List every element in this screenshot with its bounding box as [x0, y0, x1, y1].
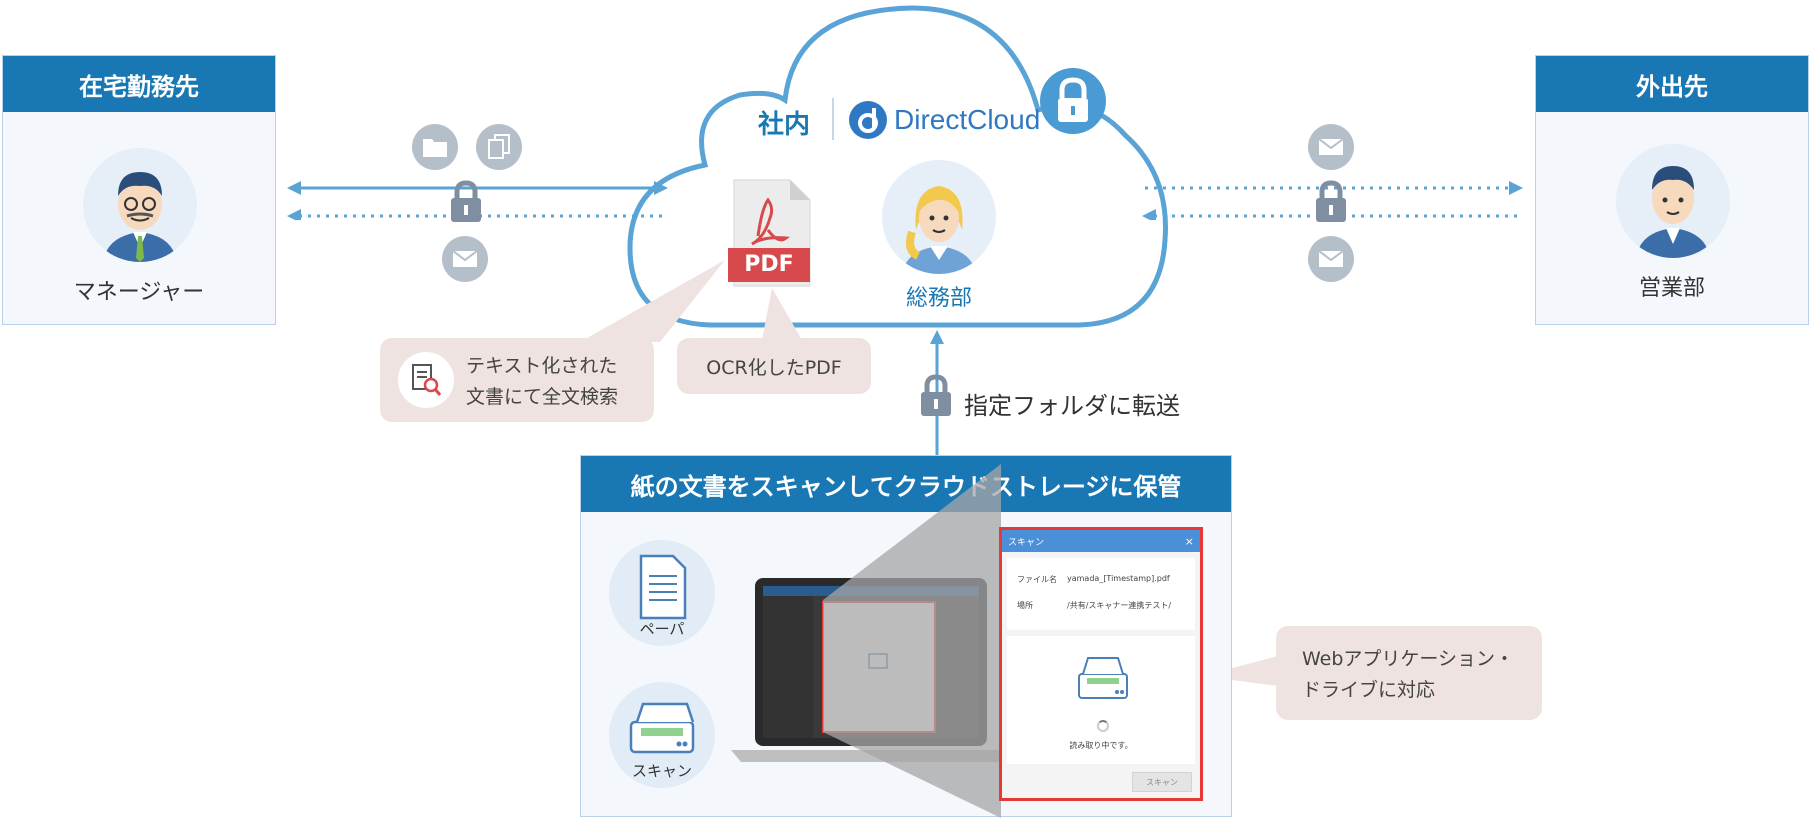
- web-bubble-line1: Webアプリケーション・: [1302, 644, 1514, 671]
- home-office-title: 在宅勤務先: [3, 56, 275, 112]
- folder-icon: [412, 124, 458, 170]
- right-mail-icon-top: [1308, 124, 1354, 170]
- cloud-label: 社内: [758, 104, 810, 141]
- home-office-panel: 在宅勤務先 マネージャー: [2, 55, 276, 325]
- scanner-icon: [1075, 652, 1131, 708]
- cloud-lock-icon: [1040, 68, 1106, 134]
- right-lock-icon: [1313, 180, 1349, 228]
- search-bubble: テキスト化された 文書にて全文検索: [380, 338, 654, 422]
- zoom-projection: [821, 456, 1001, 818]
- scanner-label: スキャン: [609, 760, 715, 781]
- scan-status: 読み取り中です。: [1007, 740, 1195, 751]
- location-label: 場所: [1017, 600, 1033, 611]
- paper-label: ペーパ: [609, 618, 715, 639]
- transfer-lock-icon: [918, 374, 954, 422]
- general-affairs-avatar: [882, 160, 996, 274]
- scan-dialog-close-icon[interactable]: ×: [1185, 535, 1194, 548]
- pdf-file-icon: PDF: [728, 178, 814, 292]
- search-bubble-tail: [540, 258, 730, 348]
- manager-avatar: [83, 148, 197, 262]
- scan-button[interactable]: スキャン: [1132, 772, 1192, 792]
- left-mail-icon: [442, 236, 488, 282]
- field-office-title: 外出先: [1536, 56, 1808, 112]
- search-bubble-line1: テキスト化された: [466, 351, 618, 378]
- right-mail-icon-bottom: [1308, 236, 1354, 282]
- scan-dialog-title: スキャン: [1008, 535, 1044, 548]
- location-value: /共有/スキャナー連携テスト/: [1067, 600, 1171, 611]
- sales-label: 営業部: [1536, 270, 1808, 302]
- scan-dialog-titlebar: スキャン ×: [1002, 530, 1200, 552]
- search-bubble-line2: 文書にて全文検索: [466, 382, 618, 409]
- scan-dialog-body: 読み取り中です。: [1007, 636, 1195, 766]
- field-office-panel: 外出先 営業部: [1535, 55, 1809, 325]
- filename-value: yamada_[Timestamp].pdf: [1067, 574, 1170, 583]
- left-lock-icon: [448, 180, 484, 228]
- sales-avatar: [1616, 144, 1730, 258]
- scan-dialog-window: スキャン × ファイル名 yamada_[Timestamp].pdf 場所 /…: [999, 527, 1203, 801]
- web-bubble-line2: ドライブに対応: [1302, 675, 1514, 702]
- web-bubble: Webアプリケーション・ ドライブに対応: [1276, 626, 1542, 720]
- directcloud-logo-icon: [846, 100, 890, 144]
- pdf-badge-label: PDF: [728, 252, 810, 277]
- transfer-label: 指定フォルダに転送: [964, 386, 1180, 421]
- scan-dialog-fields: ファイル名 yamada_[Timestamp].pdf 場所 /共有/スキャナ…: [1007, 558, 1195, 630]
- directcloud-brand: DirectCloud: [894, 104, 1040, 136]
- scan-dialog-footer: スキャン: [1002, 764, 1200, 798]
- manager-label: マネージャー: [3, 274, 275, 306]
- documents-icon: [476, 124, 522, 170]
- ocr-bubble: OCR化したPDF: [677, 338, 871, 394]
- ocr-bubble-tail: [752, 286, 812, 342]
- search-document-icon: [398, 352, 454, 408]
- cloud-divider: [832, 98, 834, 140]
- filename-label: ファイル名: [1017, 574, 1057, 585]
- ocr-bubble-text: OCR化したPDF: [706, 353, 841, 380]
- loading-spinner-icon: [1097, 720, 1109, 732]
- general-affairs-label: 総務部: [880, 280, 998, 312]
